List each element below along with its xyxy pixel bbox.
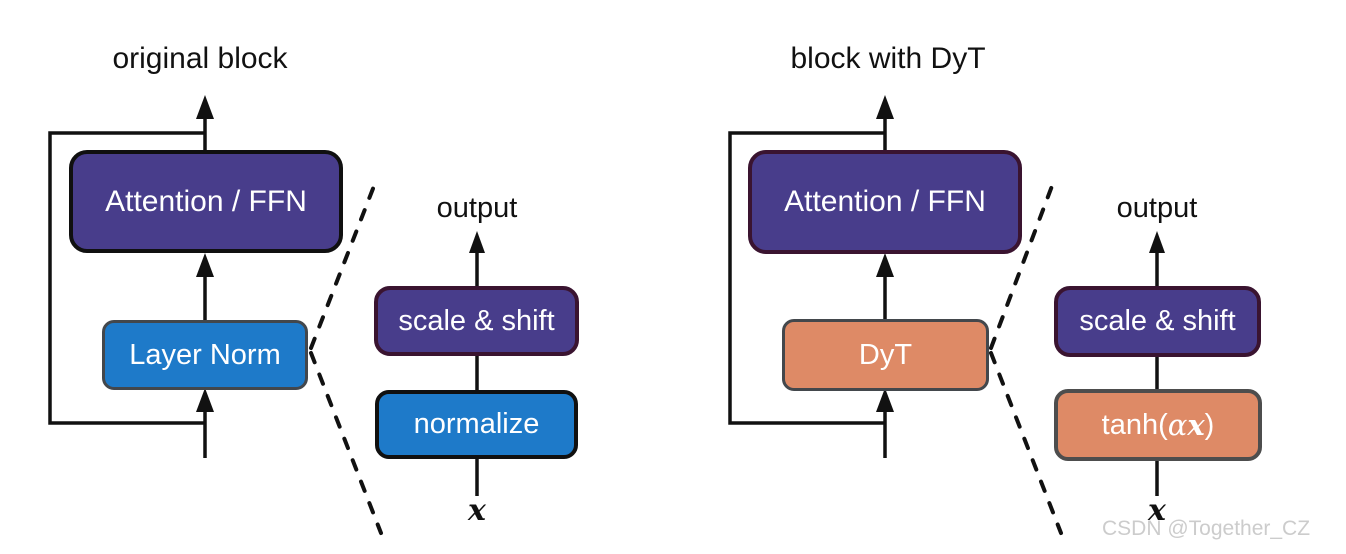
zoom-dashed-line-lower <box>309 351 383 535</box>
input-variable-x: x <box>1148 493 1166 528</box>
input-variable-x: x <box>468 493 486 528</box>
arrow-up-icon <box>196 253 214 277</box>
output-label: output <box>436 192 518 224</box>
residual-connection-line <box>48 131 205 425</box>
left-diagram-title: original block <box>112 42 288 75</box>
arrow-up-icon <box>1149 231 1165 253</box>
dyt-box: DyT <box>782 319 989 391</box>
arrow-up-icon <box>196 388 214 412</box>
layer-norm-box: Layer Norm <box>102 320 308 390</box>
csdn-watermark: CSDN @Together_CZ <box>1102 517 1311 540</box>
alpha-symbol: α <box>1167 408 1188 442</box>
output-label: output <box>1116 192 1198 224</box>
zoom-dashed-line-upper <box>309 184 376 350</box>
arrow-up-icon <box>876 388 894 412</box>
tanh-suffix: ) <box>1204 408 1215 441</box>
arrow-up-icon <box>876 95 894 119</box>
arrow-up-icon <box>469 231 485 253</box>
scale-shift-box: scale & shift <box>374 286 579 356</box>
zoom-dashed-line-lower <box>989 351 1063 535</box>
right-diagram-title: block with DyT <box>790 42 986 75</box>
arrow-up-icon <box>876 253 894 277</box>
x-symbol: x <box>1187 408 1205 442</box>
zoom-dashed-line-upper <box>989 184 1054 350</box>
attention-ffn-box: Attention / FFN <box>69 150 343 253</box>
normalize-box: normalize <box>375 390 578 459</box>
residual-connection-line <box>728 131 885 425</box>
scale-shift-box: scale & shift <box>1054 286 1261 357</box>
attention-ffn-box: Attention / FFN <box>748 150 1022 254</box>
arrow-up-icon <box>196 95 214 119</box>
tanh-prefix: tanh( <box>1101 408 1168 441</box>
